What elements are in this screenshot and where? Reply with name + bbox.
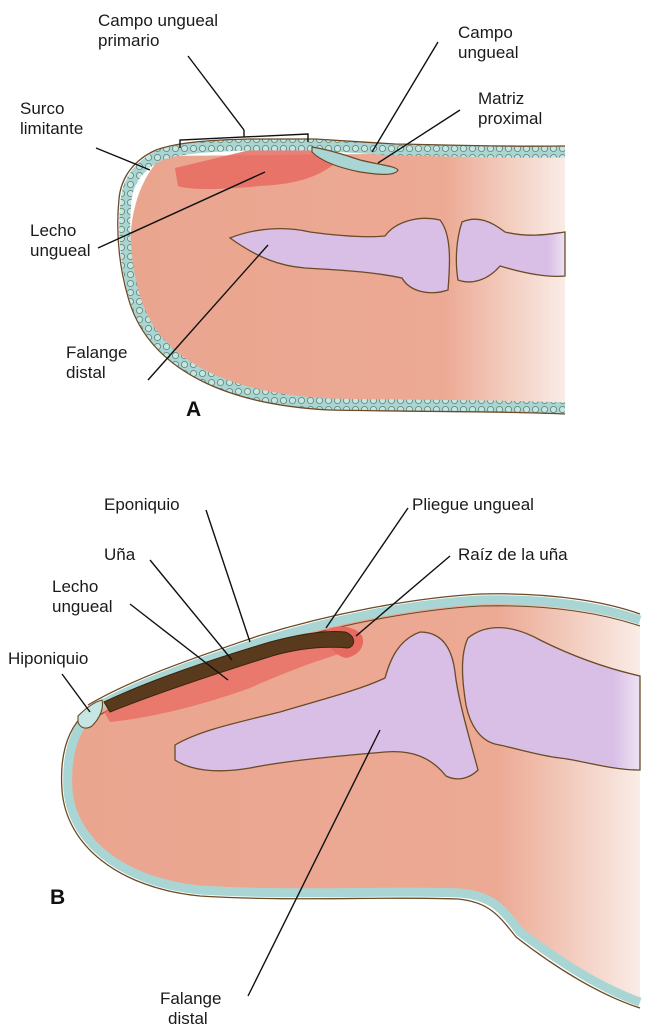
label-una: Uña (104, 545, 136, 564)
label-raiz-de-la-una: Raíz de la uña (458, 545, 568, 564)
label-campo-ungueal-primario: Campo ungueal primario (98, 11, 223, 50)
label-hiponiquio: Hiponiquio (8, 649, 88, 668)
label-eponiquio: Eponiquio (104, 495, 180, 514)
leader-campo-ungueal-primario (188, 56, 244, 130)
label-lecho-ungueal-b: Lecho ungueal (52, 577, 113, 616)
panel-b: Eponiquio Pliegue ungueal Uña Raíz de la… (8, 495, 640, 1028)
label-lecho-ungueal-a: Lecho ungueal (30, 221, 91, 260)
label-pliegue-ungueal: Pliegue ungueal (412, 495, 534, 514)
leader-surco-limitante (96, 148, 150, 170)
leader-una (150, 560, 232, 660)
panel-letter-a: A (186, 398, 201, 421)
label-campo-ungueal: Campo ungueal (458, 23, 519, 62)
panel-letter-b: B (50, 886, 65, 909)
label-falange-distal-a: Falange distal (66, 343, 132, 382)
leader-hiponiquio (62, 674, 90, 712)
label-falange-distal-b: Falange distal (160, 989, 226, 1028)
label-matriz-proximal: Matriz proximal (478, 89, 542, 128)
leader-campo-ungueal (372, 42, 438, 152)
label-surco-limitante: Surco limitante (20, 99, 83, 138)
panel-a: Campo ungueal primario Campo ungueal Sur… (20, 11, 565, 421)
leader-eponiquio (206, 510, 250, 642)
